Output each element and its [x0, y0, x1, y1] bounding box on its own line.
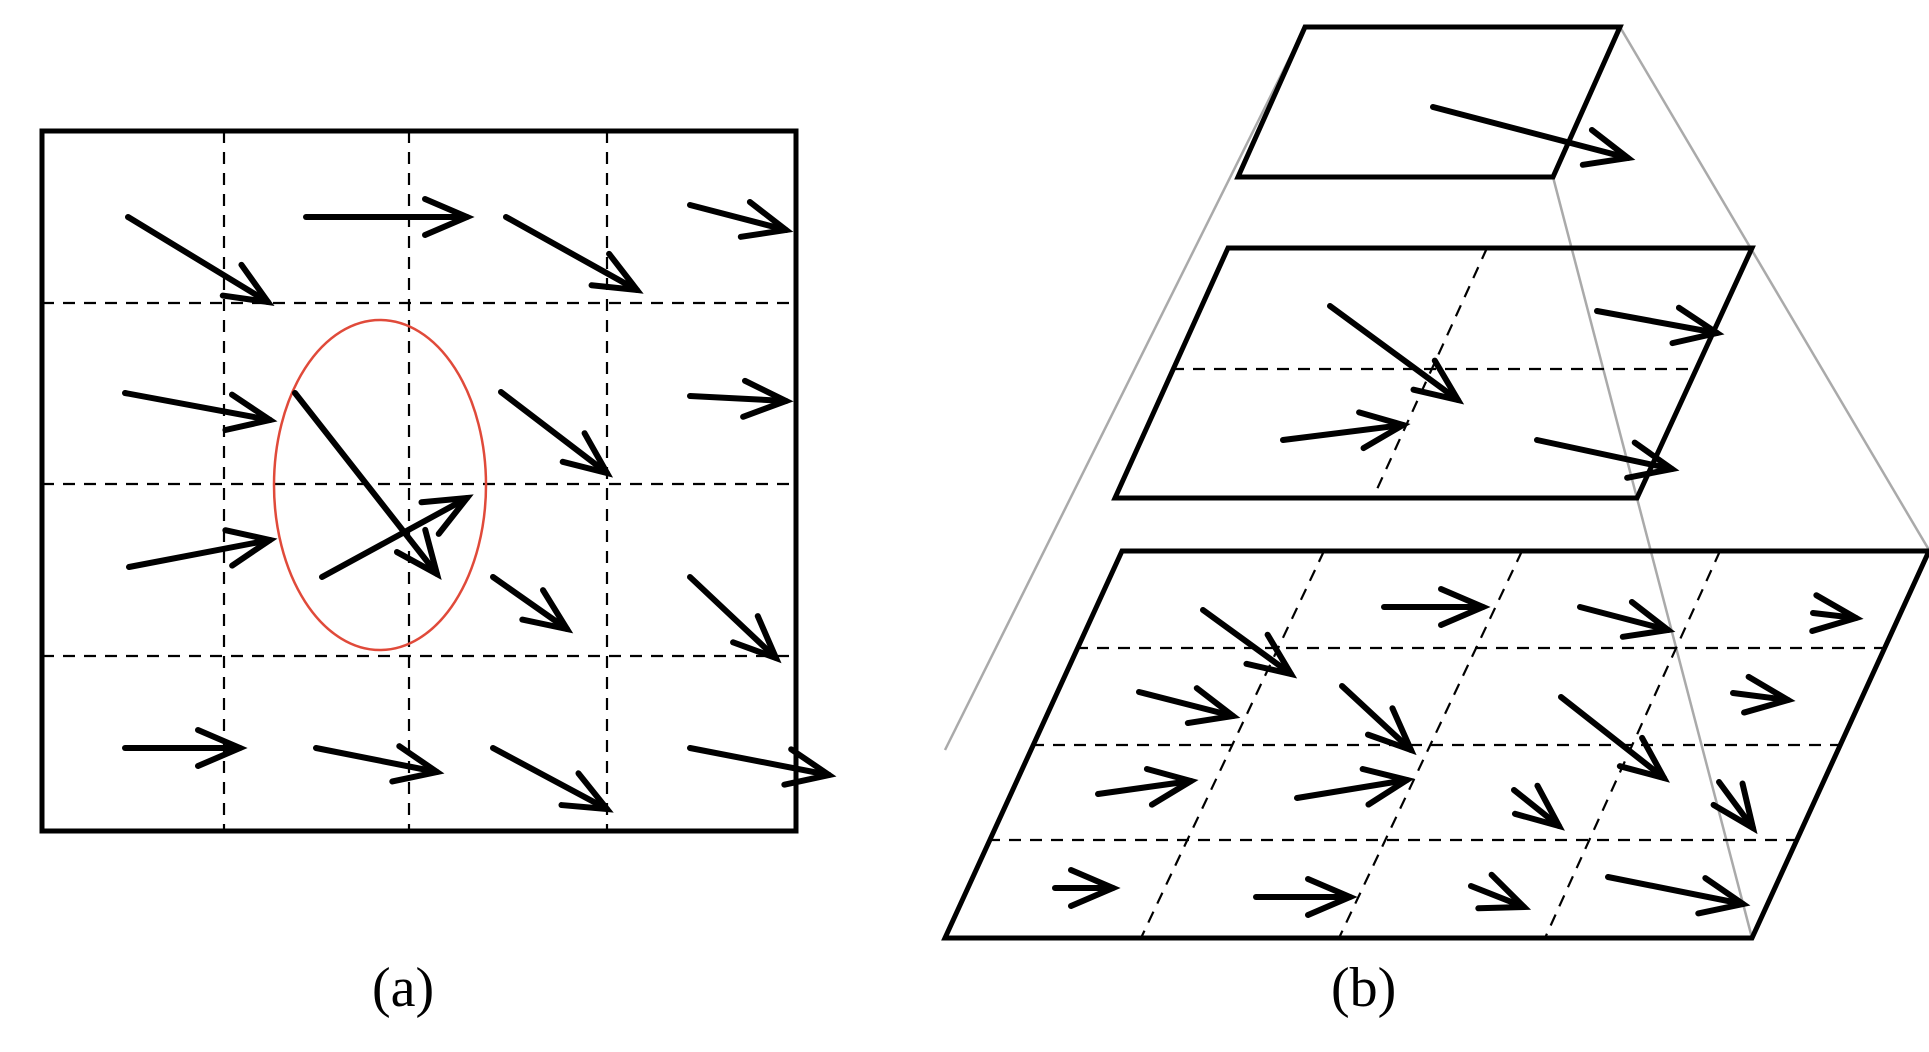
panel-b-arrow — [1253, 876, 1358, 918]
panel-b-arrow — [1327, 303, 1465, 405]
panel-b-arrow — [1294, 766, 1415, 808]
caption-a: (a) — [372, 957, 435, 1019]
panel-a-arrow — [503, 214, 644, 294]
panel-a-arrow — [498, 389, 614, 478]
panel-b-arrow — [1280, 409, 1411, 452]
panel-a-arrow — [122, 390, 278, 434]
panel-a-arrow — [126, 527, 278, 570]
panel-a — [39, 128, 837, 834]
panel-b-arrow — [1605, 874, 1751, 917]
panel-b-arrow — [1200, 607, 1298, 679]
panel-b-arrow — [1730, 673, 1796, 716]
panel-b-arrow — [1136, 685, 1241, 727]
panel-b-arrows — [1052, 104, 1864, 918]
panel-a-arrows — [122, 196, 837, 813]
panel-a-arrow — [303, 196, 475, 238]
panel-b-arrow — [1558, 694, 1670, 783]
panel-b-arrow — [1381, 586, 1491, 628]
frustum-edges — [943, 26, 1929, 939]
panel-a-arrow — [490, 574, 574, 634]
panel-a-arrow — [125, 214, 275, 306]
level-bottom-frame — [941, 548, 1929, 941]
panel-b-arrow — [1468, 871, 1532, 912]
panel-b-arrow — [1534, 437, 1680, 481]
panel-b — [941, 24, 1929, 941]
panel-a-arrow — [313, 743, 445, 785]
level-bottom-grid — [988, 550, 1885, 939]
panel-b-arrow — [1710, 779, 1758, 835]
level-middle-grid — [1172, 247, 1694, 499]
panel-a-arrow — [292, 390, 442, 580]
panel-a-frame — [39, 128, 799, 834]
panel-a-arrow — [687, 198, 794, 240]
panel-b-arrow — [1594, 304, 1725, 347]
panel-b-arrow — [1052, 867, 1121, 909]
level-top-frame — [1234, 24, 1624, 180]
panel-a-arrow — [687, 745, 837, 788]
panel-a-arrow — [319, 494, 474, 580]
panel-b-arrow — [1339, 683, 1417, 756]
panel-b-arrow — [1809, 592, 1864, 635]
panel-b-arrow — [1511, 782, 1565, 831]
highlight-ellipse — [272, 318, 488, 652]
panel-b-arrow — [1430, 104, 1636, 168]
panel-b-arrow — [1577, 598, 1676, 640]
panel-a-grid — [42, 131, 796, 831]
level-middle-frame — [1111, 245, 1756, 501]
panel-a-arrow — [122, 727, 248, 769]
panel-b-arrow — [1095, 765, 1199, 808]
panel-a-arrow — [687, 377, 794, 420]
caption-b: (b) — [1331, 957, 1397, 1019]
panel-a-arrow — [687, 574, 782, 664]
panel-a-arrow — [490, 745, 614, 813]
